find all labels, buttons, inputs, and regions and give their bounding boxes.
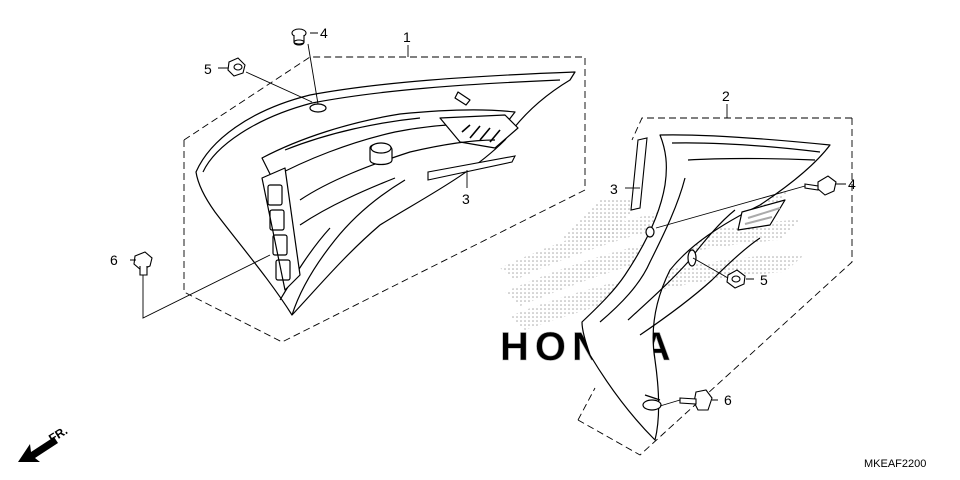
dashed-outline-left bbox=[183, 56, 586, 343]
callout-4-right: 4 bbox=[848, 176, 856, 192]
radiator-shroud-left[interactable] bbox=[195, 71, 576, 316]
grommet-part-4-left[interactable] bbox=[291, 28, 307, 46]
leader-lines bbox=[130, 32, 846, 407]
callout-3-right: 3 bbox=[610, 181, 618, 197]
sticker-strip-right[interactable] bbox=[630, 137, 648, 211]
dashed-outline-right bbox=[577, 117, 853, 456]
radiator-shroud-right[interactable] bbox=[581, 134, 831, 441]
callout-6-right: 6 bbox=[724, 392, 732, 408]
callout-3-left: 3 bbox=[462, 191, 470, 207]
bolt-part-6-right[interactable] bbox=[679, 389, 713, 411]
bolt-part-6-left[interactable] bbox=[133, 251, 153, 276]
callout-1: 1 bbox=[403, 29, 411, 45]
bolt-part-5-right[interactable] bbox=[726, 269, 746, 289]
callout-5-left: 5 bbox=[204, 61, 212, 77]
bolt-part-4-right[interactable] bbox=[804, 175, 837, 196]
callout-2: 2 bbox=[722, 88, 730, 104]
sticker-strip-left[interactable] bbox=[427, 155, 516, 181]
callout-6-left: 6 bbox=[110, 252, 118, 268]
bolt-part-5-left[interactable] bbox=[227, 57, 246, 77]
diagram-code: MKEAF2200 bbox=[864, 458, 926, 470]
callout-5-right: 5 bbox=[760, 272, 768, 288]
callout-4-left: 4 bbox=[320, 25, 328, 41]
front-direction-arrow-icon: FR. bbox=[18, 423, 70, 462]
